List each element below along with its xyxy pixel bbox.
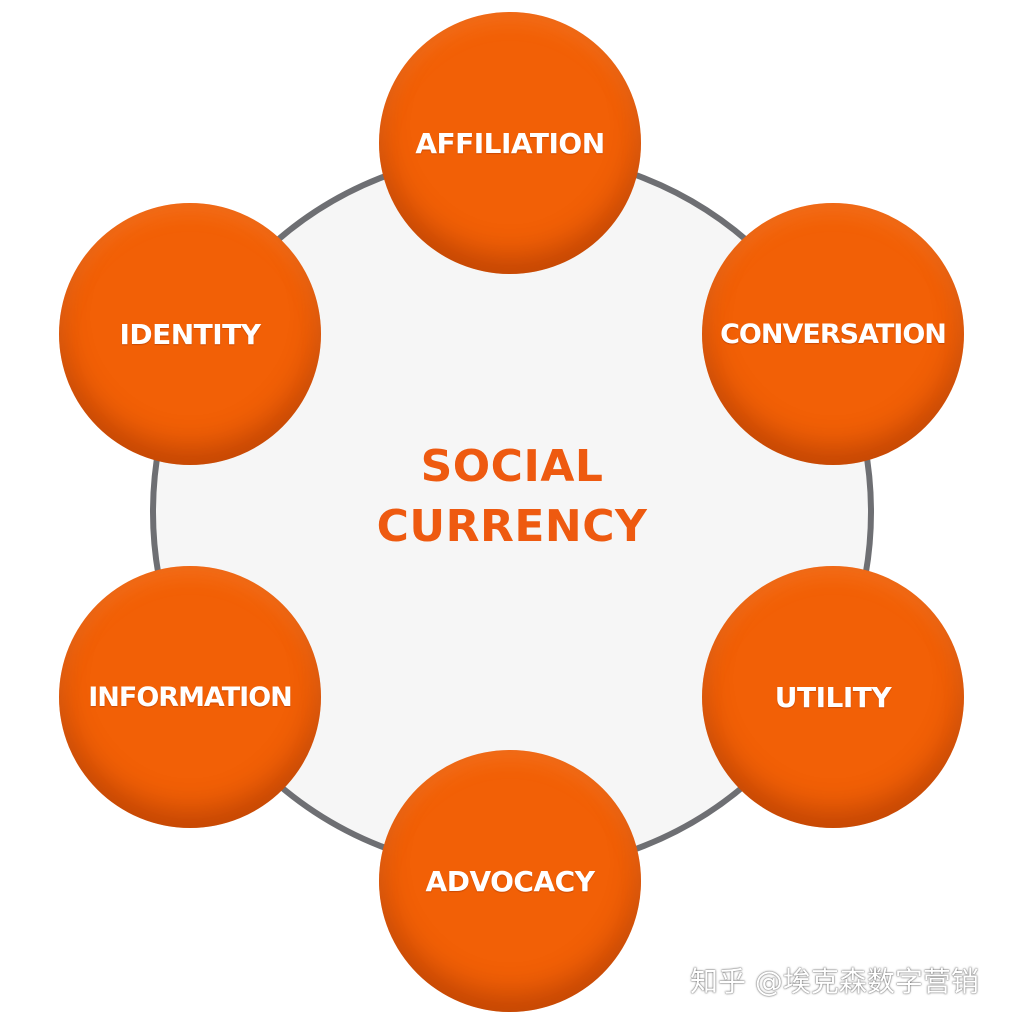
center-title-line-2: CURRENCY xyxy=(376,501,648,552)
node-label-utility: UTILITY xyxy=(774,680,892,714)
node-label-information: INFORMATION xyxy=(88,681,293,713)
center-title-line-1: SOCIAL xyxy=(420,441,604,492)
node-information: INFORMATION xyxy=(59,566,321,828)
center-title: SOCIAL CURRENCY xyxy=(312,432,712,562)
node-affiliation: AFFILIATION xyxy=(379,12,641,274)
node-utility: UTILITY xyxy=(702,566,964,828)
node-label-advocacy: ADVOCACY xyxy=(425,864,595,898)
node-label-affiliation: AFFILIATION xyxy=(415,126,605,160)
node-advocacy: ADVOCACY xyxy=(379,750,641,1012)
node-label-conversation: CONVERSATION xyxy=(720,318,947,350)
node-label-identity: IDENTITY xyxy=(119,317,261,351)
node-conversation: CONVERSATION xyxy=(702,203,964,465)
watermark: 知乎 @埃克森数字营销 xyxy=(690,965,979,998)
node-identity: IDENTITY xyxy=(59,203,321,465)
